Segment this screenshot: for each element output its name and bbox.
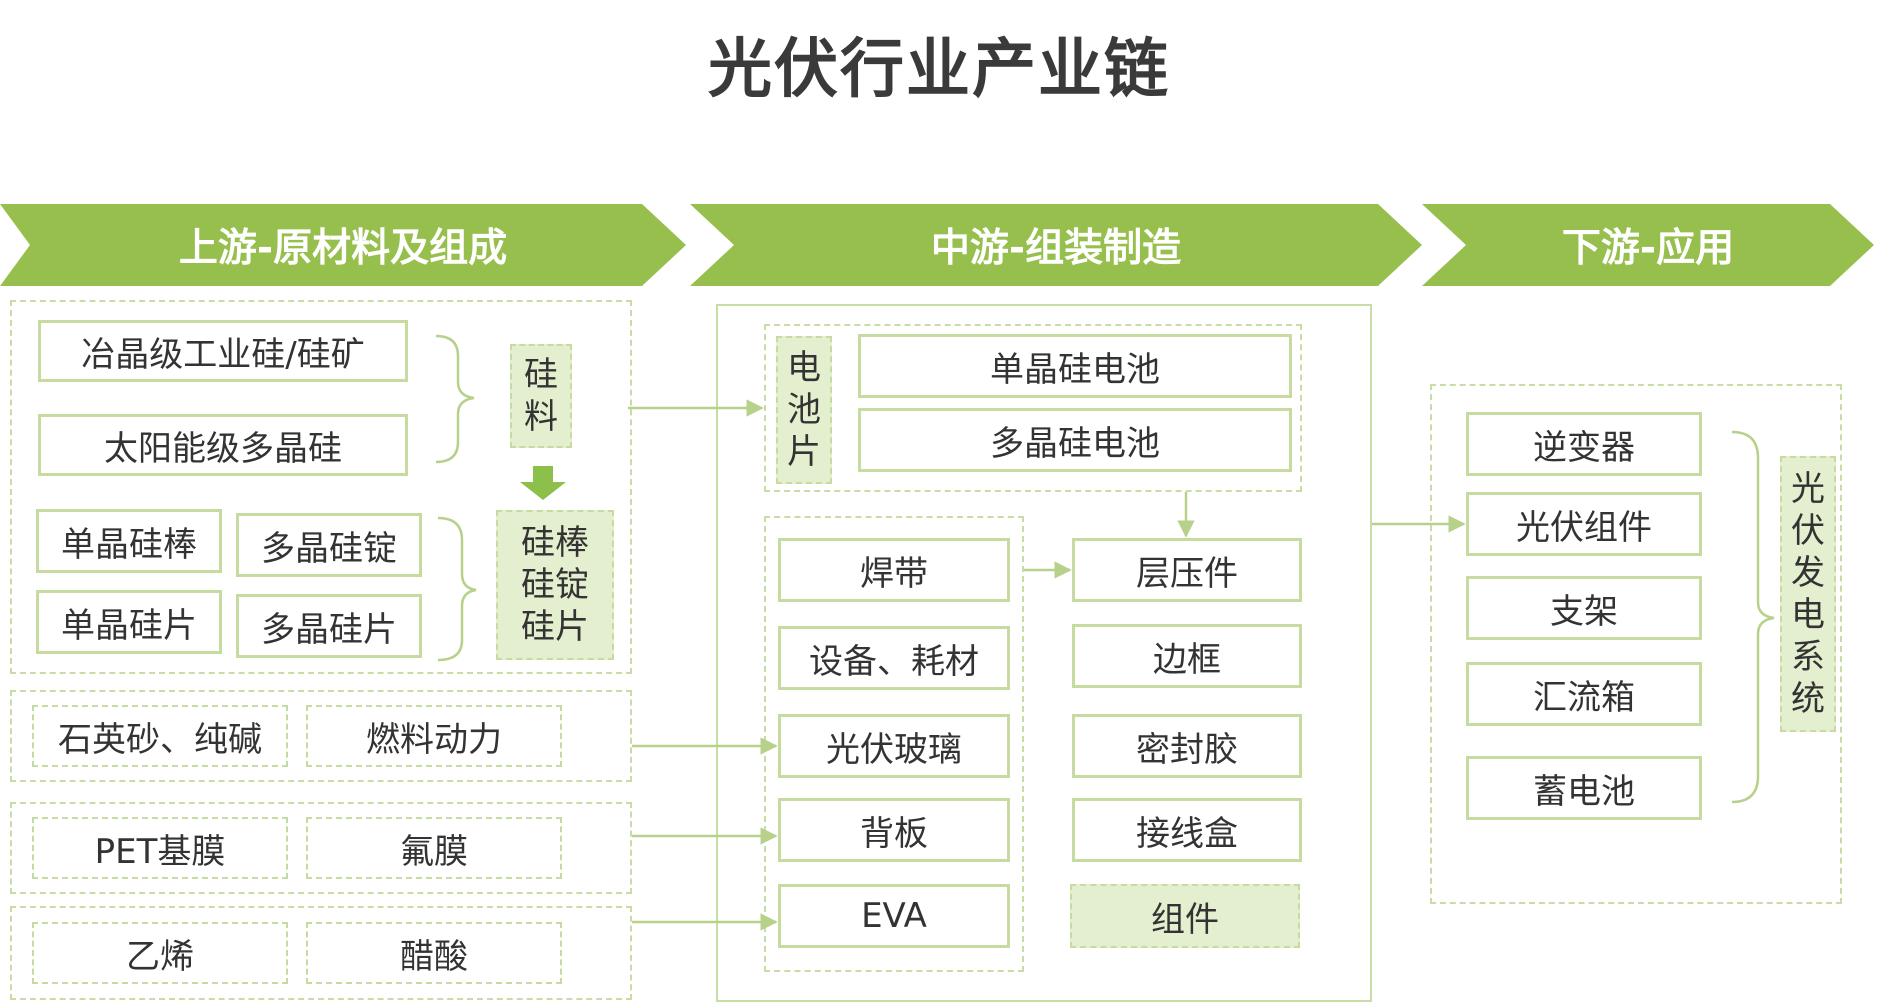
material-box: 燃料动力 bbox=[306, 705, 562, 767]
downstream-group bbox=[1430, 384, 1842, 904]
ingot-box: 多晶硅锭 bbox=[236, 513, 422, 577]
ingot-box: 单晶硅片 bbox=[36, 590, 222, 654]
midstream-group bbox=[716, 304, 1372, 1002]
material-box: 乙烯 bbox=[32, 922, 288, 984]
material-box: 氟膜 bbox=[306, 817, 562, 879]
cell-box: 单晶硅电池 bbox=[858, 334, 1292, 398]
module-material-box: 焊带 bbox=[778, 538, 1010, 602]
cell-group bbox=[764, 324, 1302, 492]
module-output-box: 组件 bbox=[1070, 884, 1300, 948]
stage-banner-downstream: 下游-应用 bbox=[1422, 204, 1874, 286]
silicon-material-label: 硅 料 bbox=[510, 344, 572, 448]
ingot-box: 单晶硅棒 bbox=[36, 509, 222, 573]
application-box: 支架 bbox=[1466, 576, 1702, 640]
upstream-silicon-group bbox=[10, 300, 632, 674]
application-box: 逆变器 bbox=[1466, 412, 1702, 476]
material-box: PET基膜 bbox=[32, 817, 288, 879]
upstream-row-group bbox=[10, 906, 632, 1000]
module-material-box: 光伏玻璃 bbox=[778, 714, 1010, 778]
stage-banner-midstream: 中游-组装制造 bbox=[690, 204, 1422, 286]
module-part-box: 层压件 bbox=[1072, 538, 1302, 602]
arrow-down-icon bbox=[520, 466, 566, 500]
bracket-raw-materials bbox=[435, 334, 475, 464]
pv-system-label: 光 伏 发 电 系 统 bbox=[1780, 456, 1836, 732]
ingot-wafer-label: 硅棒 硅锭 硅片 bbox=[496, 510, 614, 660]
material-box: 石英砂、纯碱 bbox=[32, 705, 288, 767]
application-box: 蓄电池 bbox=[1466, 756, 1702, 820]
module-part-box: 密封胶 bbox=[1072, 714, 1302, 778]
module-part-box: 边框 bbox=[1072, 624, 1302, 688]
module-material-box: 背板 bbox=[778, 798, 1010, 862]
raw-material-box: 太阳能级多晶硅 bbox=[38, 414, 408, 476]
application-box: 汇流箱 bbox=[1466, 662, 1702, 726]
page-title: 光伏行业产业链 bbox=[708, 33, 1170, 107]
application-box: 光伏组件 bbox=[1466, 492, 1702, 556]
module-part-box: 接线盒 bbox=[1072, 798, 1302, 862]
bracket-downstream bbox=[1731, 430, 1775, 804]
module-material-box: EVA bbox=[778, 884, 1010, 948]
cell-box: 多晶硅电池 bbox=[858, 408, 1292, 472]
module-material-box: 设备、耗材 bbox=[778, 626, 1010, 690]
stage-banner-upstream: 上游-原材料及组成 bbox=[0, 204, 686, 286]
upstream-row-group bbox=[10, 802, 632, 894]
cell-label: 电 池 片 bbox=[776, 336, 832, 484]
material-box: 醋酸 bbox=[306, 922, 562, 984]
ingot-box: 多晶硅片 bbox=[236, 594, 422, 658]
raw-material-box: 冶晶级工业硅/硅矿 bbox=[38, 320, 408, 382]
upstream-row-group bbox=[10, 690, 632, 782]
bracket-ingots bbox=[437, 516, 477, 662]
